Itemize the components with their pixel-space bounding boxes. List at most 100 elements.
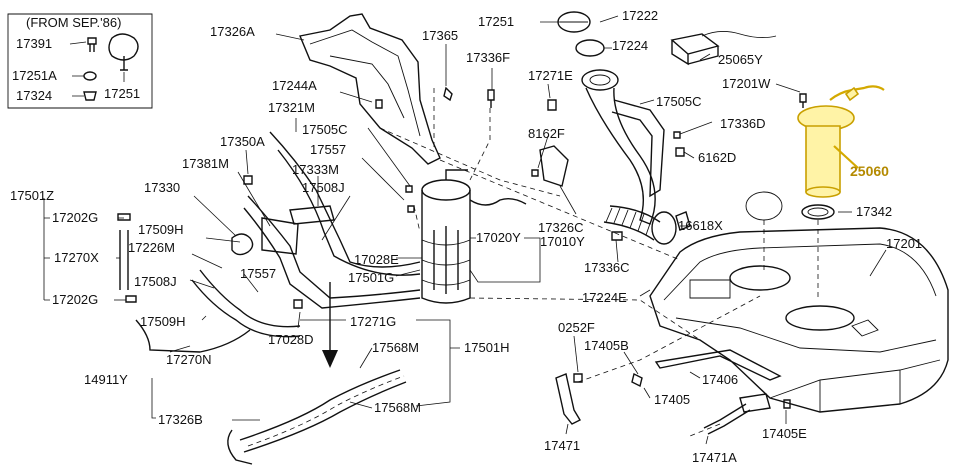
heat-shield-body bbox=[299, 13, 441, 165]
tank-lower-edges bbox=[769, 359, 941, 412]
hose-bundle-end bbox=[227, 429, 253, 465]
leader-17568m-b bbox=[349, 401, 373, 409]
dash-shield-tank bbox=[439, 159, 681, 261]
clips-17505c-icon bbox=[405, 185, 415, 213]
label-17342: 17342 bbox=[856, 204, 892, 219]
inset-title: (FROM SEP.'86) bbox=[26, 15, 121, 30]
label-17568m-a: 17568M bbox=[372, 340, 419, 355]
label-17251: 17251 bbox=[478, 14, 514, 29]
hose-bundle-17568m-1 bbox=[239, 369, 401, 441]
tank-opening-pump bbox=[785, 305, 855, 331]
sender-connector-icon bbox=[844, 86, 860, 102]
fuel-tank-rib-2 bbox=[675, 317, 937, 353]
label-17224: 17224 bbox=[612, 38, 648, 53]
pump-canister bbox=[421, 190, 471, 304]
label-14911y: 14911Y bbox=[84, 372, 128, 387]
sender-body bbox=[805, 125, 841, 197]
bracket-17501z bbox=[43, 198, 50, 301]
label-17501g: 17501G bbox=[348, 270, 394, 285]
label-17365: 17365 bbox=[422, 28, 458, 43]
label-17224e: 17224E bbox=[582, 290, 627, 305]
label-17405: 17405 bbox=[654, 392, 690, 407]
dash-clips bbox=[413, 205, 421, 233]
label-17391: 17391 bbox=[16, 36, 52, 51]
leader-8162f bbox=[537, 135, 549, 169]
label-17557-a: 17557 bbox=[310, 142, 346, 157]
leader-17326a bbox=[275, 33, 305, 41]
fuel-lines bbox=[117, 131, 421, 465]
filler-tube bbox=[585, 87, 656, 225]
leader-17020y-17010y bbox=[469, 237, 541, 283]
leader-17508j-b bbox=[189, 279, 215, 289]
tank-bracket-icon bbox=[851, 319, 879, 337]
label-17505c-b: 17505C bbox=[656, 94, 702, 109]
leader-17471a bbox=[705, 435, 709, 445]
pump-wire bbox=[469, 197, 527, 206]
label-17568m-b: 17568M bbox=[374, 400, 421, 415]
leader-17201 bbox=[869, 249, 887, 277]
leader-6162d bbox=[683, 151, 695, 159]
leader-17505c-b bbox=[639, 99, 655, 105]
bracket-17471a-block bbox=[739, 393, 771, 413]
label-17509h-b: 17509H bbox=[140, 314, 186, 329]
label-17251a: 17251A bbox=[12, 68, 57, 83]
label-17406: 17406 bbox=[702, 372, 738, 387]
label-17405e: 17405E bbox=[762, 426, 807, 441]
label-17202g-b: 17202G bbox=[52, 292, 98, 307]
bolt-17405b-icon bbox=[631, 372, 643, 388]
clips-17336d-6162d-icon bbox=[673, 131, 685, 157]
label-17326c: 17326C bbox=[538, 220, 584, 235]
clamp-17336c-icon bbox=[611, 231, 623, 241]
leader-17405b bbox=[623, 351, 639, 375]
filler-neck-inner bbox=[589, 74, 611, 86]
bolt-17336f-icon bbox=[487, 89, 495, 108]
filler-hose-top bbox=[609, 205, 661, 223]
tank-recess bbox=[689, 279, 731, 299]
label-17271g: 17271G bbox=[350, 314, 396, 329]
label-8162f: 8162F bbox=[528, 126, 565, 141]
leader-top-right bbox=[540, 15, 711, 61]
grommet-17365-icon bbox=[443, 86, 453, 102]
inset-bolt-icon bbox=[87, 37, 97, 52]
valve-17330-icon bbox=[231, 233, 254, 256]
inset-panel: (FROM SEP.'86) bbox=[7, 13, 153, 109]
label-17201w: 17201W bbox=[722, 76, 771, 91]
label-25060: 25060 bbox=[850, 163, 889, 179]
return-line-17508j-pair bbox=[191, 279, 301, 338]
dash-shield-pump bbox=[379, 127, 561, 197]
label-17336c: 17336C bbox=[584, 260, 630, 275]
clip-8162f-icon bbox=[531, 169, 539, 177]
bottom-brackets bbox=[555, 372, 791, 435]
filler-hose-bottom bbox=[603, 221, 655, 241]
leader-17270n bbox=[169, 345, 191, 353]
inset-seal-icon bbox=[83, 91, 97, 101]
label-17508j-a: 17508J bbox=[302, 180, 345, 195]
dash-bolt-tank bbox=[577, 295, 761, 383]
leader-17501g bbox=[395, 269, 421, 277]
leader-17509h-a bbox=[205, 237, 241, 243]
leader-17505c-a bbox=[367, 127, 411, 187]
label-17251-inset: 17251 bbox=[104, 86, 140, 101]
label-17501z: 17501Z bbox=[10, 188, 54, 203]
label-17557-b: 17557 bbox=[240, 266, 276, 281]
label-17028d: 17028D bbox=[268, 332, 314, 347]
leader-17508j-a bbox=[321, 195, 351, 241]
sender-gasket-17342 bbox=[801, 204, 835, 220]
fuel-line-17321m bbox=[269, 131, 421, 268]
leader-17224e bbox=[639, 289, 651, 297]
leader-lines bbox=[43, 15, 887, 445]
label-17330: 17330 bbox=[144, 180, 180, 195]
bracket-17381m bbox=[261, 217, 299, 255]
label-17321m: 17321M bbox=[268, 100, 315, 115]
fuel-line-17505c bbox=[277, 149, 421, 276]
screw-17201w-icon bbox=[799, 93, 807, 108]
clip-17028d-icon bbox=[293, 299, 303, 309]
label-17020y: 17020Y bbox=[476, 230, 521, 245]
heat-shield-clip bbox=[375, 99, 383, 109]
label-17324: 17324 bbox=[16, 88, 52, 103]
label-17508j-b: 17508J bbox=[134, 274, 177, 289]
label-17326a: 17326A bbox=[210, 24, 255, 39]
label-17336d: 17336D bbox=[720, 116, 766, 131]
tank-strap-17406 bbox=[654, 349, 782, 381]
